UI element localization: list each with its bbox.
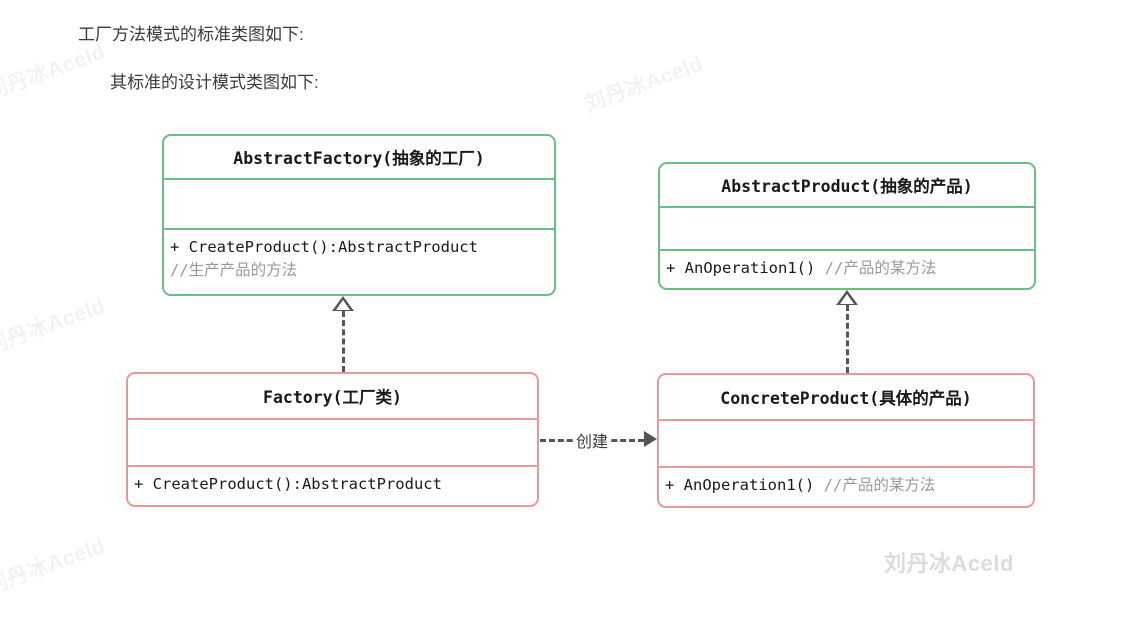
operation-signature: + CreateProduct():AbstractProduct [170, 238, 478, 256]
class-attributes-concrete-product [659, 421, 1033, 466]
operation-comment: //生产产品的方法 [170, 260, 298, 279]
page-heading-line-1: 工厂方法模式的标准类图如下: [78, 25, 304, 44]
operation-line: + AnOperation1() //产品的某方法 [665, 474, 1033, 497]
class-divider [128, 465, 537, 467]
dashed-line [846, 305, 849, 373]
class-box-abstract-factory[interactable]: AbstractFactory(抽象的工厂) + CreateProduct()… [162, 134, 556, 296]
hollow-triangle-arrowhead-icon [332, 296, 354, 311]
class-divider [659, 466, 1033, 468]
operation-comment: //产品的某方法 [823, 476, 936, 494]
watermark-bottom-right: 刘丹冰Aceld [884, 551, 1014, 576]
watermark-center-top: 刘丹冰Aceld [581, 52, 707, 117]
class-box-factory[interactable]: Factory(工厂类) + CreateProduct():AbstractP… [126, 372, 539, 507]
class-attributes-abstract-product [660, 208, 1034, 249]
watermark-left-bottom: 刘丹冰Aceld [0, 534, 109, 599]
class-box-concrete-product[interactable]: ConcreteProduct(具体的产品) + AnOperation1() … [657, 373, 1035, 508]
operation-comment: //产品的某方法 [824, 259, 937, 277]
class-operations-concrete-product: + AnOperation1() //产品的某方法 [659, 468, 1033, 501]
class-divider [164, 228, 554, 230]
operation-signature: + AnOperation1() [665, 476, 815, 494]
open-arrowhead-icon [644, 431, 657, 447]
class-title-abstract-product: AbstractProduct(抽象的产品) [721, 177, 973, 196]
watermark-left-top: 刘丹冰Aceld [0, 40, 109, 105]
class-attributes-factory [128, 420, 537, 465]
operation-line: + AnOperation1() //产品的某方法 [666, 257, 1034, 280]
class-title-concrete-product: ConcreteProduct(具体的产品) [720, 389, 972, 408]
class-box-abstract-product[interactable]: AbstractProduct(抽象的产品) + AnOperation1() … [658, 162, 1036, 290]
class-divider [164, 178, 554, 180]
class-divider [660, 206, 1034, 208]
relation-label-create: 创建 [573, 428, 612, 452]
dashed-line [342, 311, 345, 372]
class-operations-abstract-product: + AnOperation1() //产品的某方法 [660, 251, 1034, 284]
class-attributes-abstract-factory [164, 180, 554, 228]
page-heading-line-2: 其标准的设计模式类图如下: [110, 73, 319, 92]
watermark-left-middle: 刘丹冰Aceld [0, 294, 109, 359]
operation-signature: + CreateProduct():AbstractProduct [134, 475, 442, 493]
operation-signature: + AnOperation1() [666, 259, 816, 277]
class-title-factory: Factory(工厂类) [263, 388, 402, 407]
class-divider [659, 419, 1033, 421]
class-divider [660, 249, 1034, 251]
hollow-triangle-arrowhead-icon [836, 290, 858, 305]
class-operations-abstract-factory: + CreateProduct():AbstractProduct //生产产品… [164, 230, 554, 286]
class-divider [128, 418, 537, 420]
class-operations-factory: + CreateProduct():AbstractProduct [128, 467, 537, 500]
class-title-abstract-factory: AbstractFactory(抽象的工厂) [233, 149, 485, 168]
